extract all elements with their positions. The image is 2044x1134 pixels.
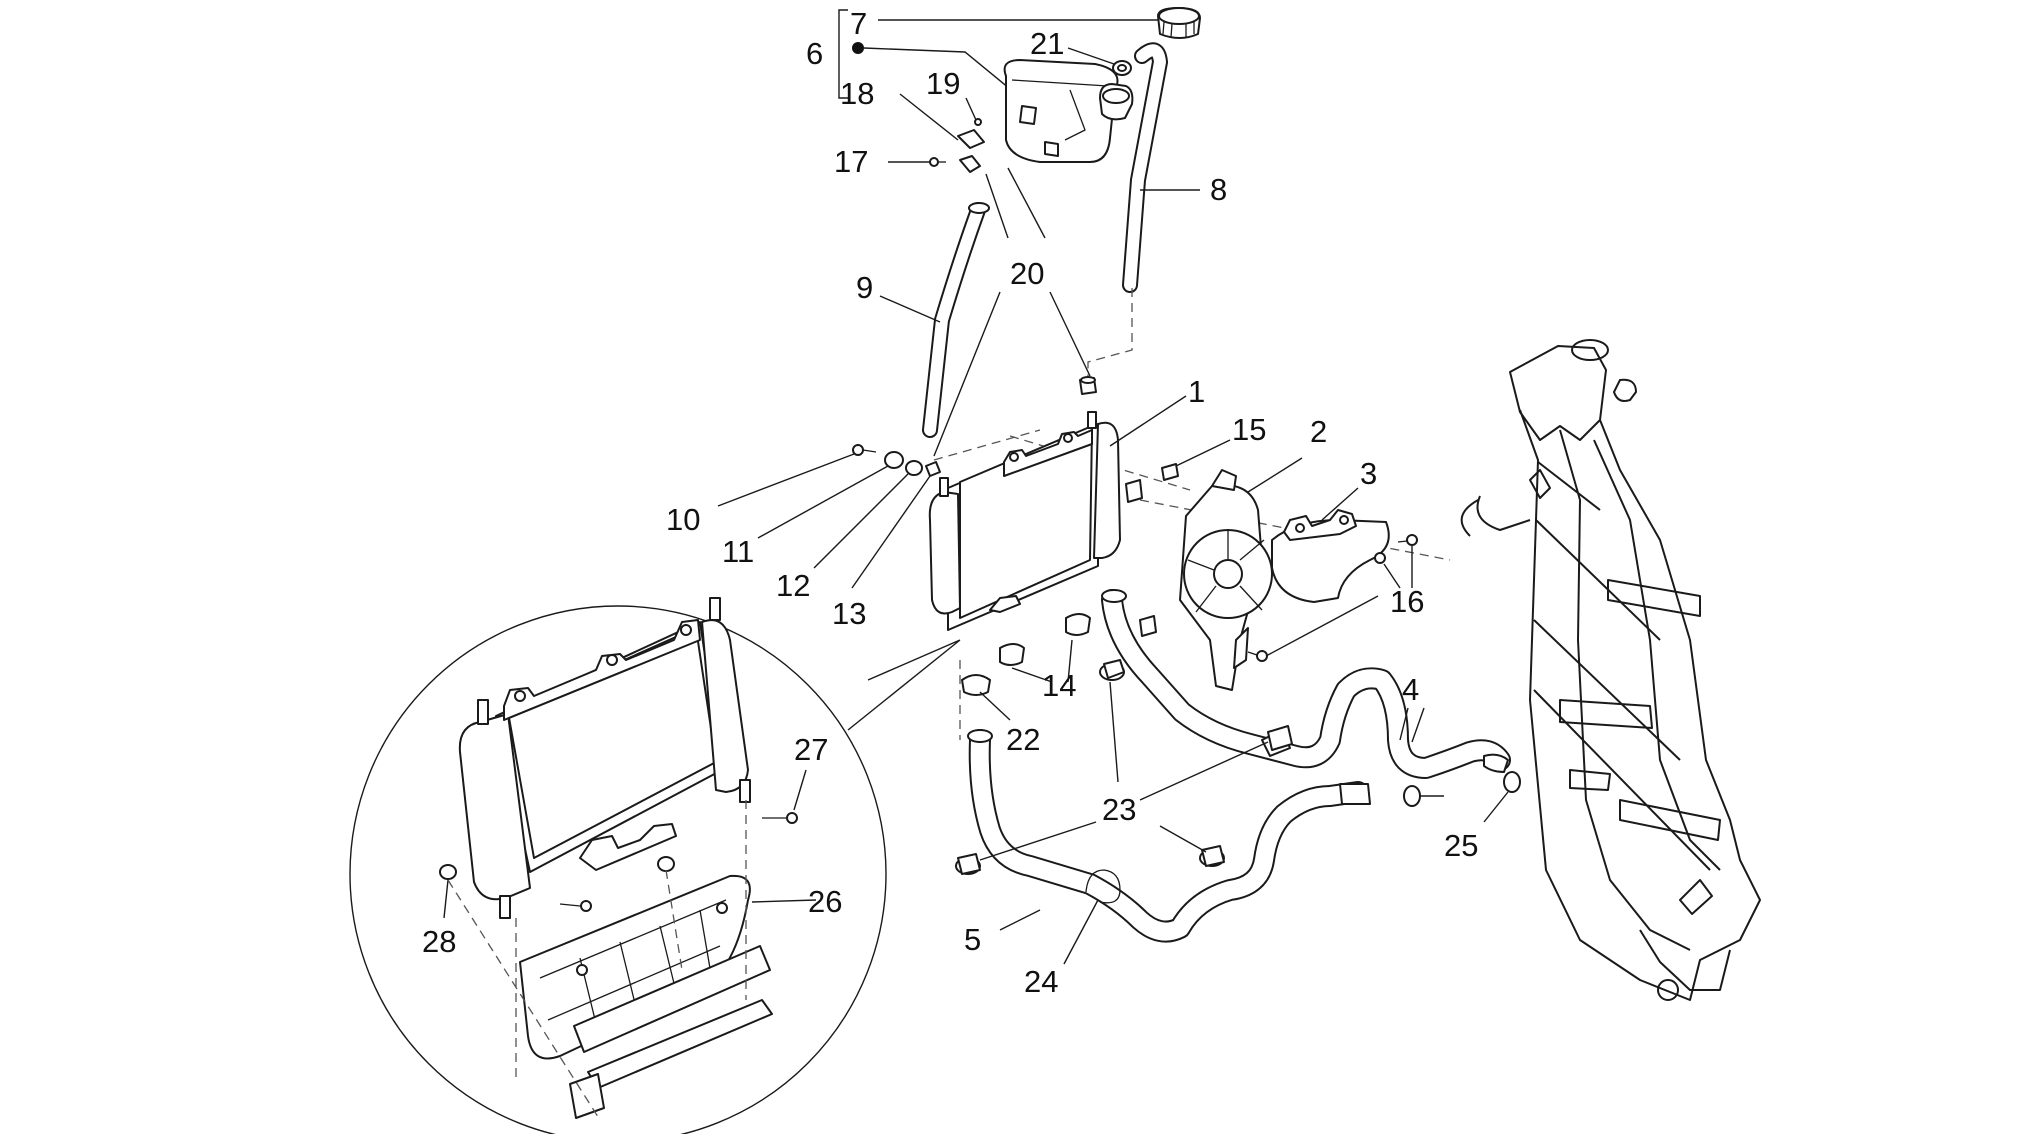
cable-tie-24 xyxy=(1085,869,1121,904)
callout-labels: 1 2 3 4 5 6 7 8 9 10 11 12 13 14 15 16 1… xyxy=(422,6,1478,999)
callout-10: 10 xyxy=(666,502,700,537)
callout-8: 8 xyxy=(1210,172,1227,207)
callout-5: 5 xyxy=(964,922,981,957)
clamps-25 xyxy=(1403,771,1521,807)
callout-18: 18 xyxy=(840,76,874,111)
expansion-tank xyxy=(1003,59,1134,163)
coolant-hose-5 xyxy=(967,729,1371,943)
shroud-screws-16 xyxy=(1247,534,1418,662)
radiator-filler-hose-9 xyxy=(922,202,990,438)
radiator-main xyxy=(928,411,1121,631)
detail-radiator xyxy=(458,597,751,919)
filler-cap-7 xyxy=(1157,7,1201,39)
detail-inset-circle xyxy=(349,605,961,1134)
top-grommet-20 xyxy=(1079,376,1097,395)
callout-15: 15 xyxy=(1232,412,1266,447)
cooling-fan-2 xyxy=(1179,469,1273,691)
tank-breather-hose-8 xyxy=(1122,42,1169,293)
detail-lower-cover-26 xyxy=(519,874,771,1060)
callout-13: 13 xyxy=(832,596,866,631)
fan-shroud-3 xyxy=(1271,509,1390,603)
callout-6: 6 xyxy=(806,36,823,71)
callout-25: 25 xyxy=(1444,828,1478,863)
fan-clips-15 xyxy=(1125,463,1179,637)
callout-4: 4 xyxy=(1402,672,1419,707)
callout-20: 20 xyxy=(1010,256,1044,291)
coolant-hose-4 xyxy=(1101,589,1511,779)
callout-24: 24 xyxy=(1024,964,1058,999)
callout-23: 23 xyxy=(1102,792,1136,827)
tank-hardware-17-18-19-20 xyxy=(929,118,985,173)
callout-2: 2 xyxy=(1310,414,1327,449)
callout-21: 21 xyxy=(1030,26,1064,61)
callout-17: 17 xyxy=(834,144,868,179)
vehicle-frame xyxy=(1460,339,1761,1001)
callout-19: 19 xyxy=(926,66,960,101)
callout-27: 27 xyxy=(794,732,828,767)
callout-22: 22 xyxy=(1006,722,1040,757)
callout-26: 26 xyxy=(808,884,842,919)
detail-fasteners-27-28 xyxy=(439,812,798,912)
callout-9: 9 xyxy=(856,270,873,305)
callout-11: 11 xyxy=(722,534,754,569)
hose-clamps-22-23 xyxy=(955,659,1293,875)
radiator-bolts-10-11-12-13 xyxy=(852,444,941,477)
callout-12: 12 xyxy=(776,568,810,603)
callout-16: 16 xyxy=(1390,584,1424,619)
small-clamp-21 xyxy=(1112,60,1132,76)
mount-rubbers-14 xyxy=(999,613,1091,666)
callout-1: 1 xyxy=(1188,374,1205,409)
callout-14: 14 xyxy=(1042,668,1076,703)
callout-7: 7 xyxy=(850,6,867,41)
callout-28: 28 xyxy=(422,924,456,959)
callout-3: 3 xyxy=(1360,456,1377,491)
